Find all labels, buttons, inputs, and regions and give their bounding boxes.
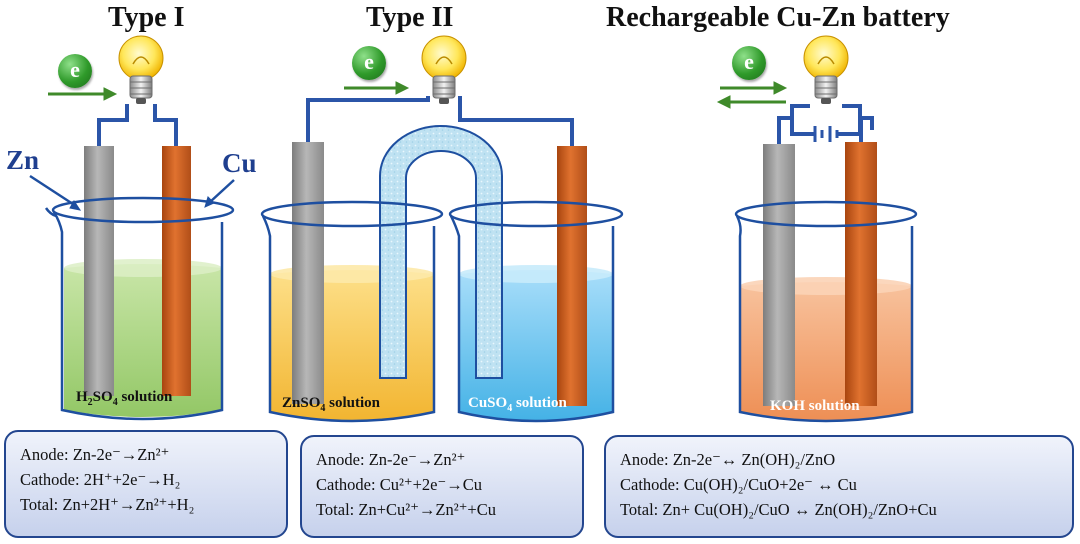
electron-icon: e [732,46,766,80]
equations-box-rechargeable: Anode: Zn-2e⁻↔ Zn(OH)₂/ZnO Cathode: Cu(O… [604,435,1074,538]
electron-flow-arrow [344,81,410,95]
charge-discharge-arrows [716,81,788,109]
wire [777,104,874,144]
panel-type-2 [260,35,624,423]
anode-equation: Anode: Zn-2e⁻↔ Zn(OH)₂/ZnO [620,450,836,469]
cu-pointer-arrow [204,179,235,208]
anode-equation: Anode: Zn-2e⁻→Zn²⁺ [316,450,466,469]
light-bulb-icon [421,35,467,104]
panel-type-1 [29,35,235,421]
cathode-equation: Cathode: 2H⁺+2e⁻→H₂ [20,470,181,489]
zinc-electrode [292,142,324,404]
cuso4-solution-label: CuSO4 solution [468,395,567,414]
electron-icon: e [58,54,92,88]
zinc-electrode [84,146,114,396]
panel-rechargeable [716,35,918,423]
cu-label: Cu [222,148,257,178]
panel-1-title: Type I [108,2,185,33]
copper-electrode [162,146,191,396]
wire [97,104,178,146]
znso4-solution-label: ZnSO4 solution [282,395,380,414]
light-bulb-icon [118,35,164,104]
zinc-electrode [763,144,795,406]
koh-solution-label: KOH solution [770,398,860,414]
light-bulb-icon [803,35,849,104]
cathode-equation: Cathode: Cu²⁺+2e⁻→Cu [316,475,482,494]
total-equation: Total: Zn+2H⁺→Zn²⁺+H₂ [20,495,195,514]
panel-2-title: Type II [366,2,454,33]
total-equation: Total: Zn+ Cu(OH)₂/CuO ↔ Zn(OH)₂/ZnO+Cu [620,500,937,519]
electron-flow-arrow [48,87,118,101]
beaker [734,200,918,423]
salt-bridge [379,125,503,379]
copper-electrode [845,142,877,406]
wire [306,96,574,146]
beaker-right [448,200,624,423]
equations-box-type-1: Anode: Zn-2e⁻→Zn²⁺ Cathode: 2H⁺+2e⁻→H₂ T… [4,430,288,538]
cathode-equation: Cathode: Cu(OH)₂/CuO+2e⁻ ↔ Cu [620,475,857,494]
equations-box-type-2: Anode: Zn-2e⁻→Zn²⁺ Cathode: Cu²⁺+2e⁻→Cu … [300,435,584,538]
h2so4-solution-label: H2SO4 solution [76,389,173,408]
panel-3-title: Rechargeable Cu-Zn battery [606,2,950,33]
anode-equation: Anode: Zn-2e⁻→Zn²⁺ [20,445,170,464]
beaker-left [260,200,444,423]
total-equation: Total: Zn+Cu²⁺→Zn²⁺+Cu [316,500,496,519]
beaker [44,196,235,421]
copper-electrode [557,146,587,406]
electron-icon: e [352,46,386,80]
zn-label: Zn [6,145,40,175]
zn-pointer-arrow [29,174,82,211]
